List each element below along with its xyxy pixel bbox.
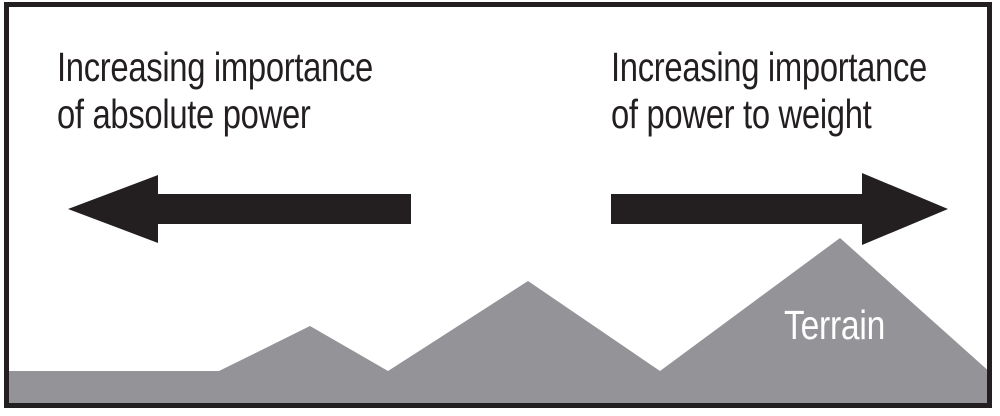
right-caption: Increasing importance of power to weight xyxy=(611,44,927,138)
right-caption-line-1: Increasing importance xyxy=(611,44,927,90)
terrain-polygon xyxy=(9,238,987,403)
left-arrow xyxy=(68,175,411,243)
left-caption: Increasing importance of absolute power xyxy=(57,44,373,138)
arrow-right-shape xyxy=(611,173,948,245)
terrain-label: Terrain xyxy=(784,302,886,348)
left-caption-line-2: of absolute power xyxy=(57,91,311,137)
terrain-area-chart xyxy=(9,238,987,403)
right-arrow xyxy=(611,173,948,245)
right-caption-line-2: of power to weight xyxy=(611,91,872,137)
left-caption-line-1: Increasing importance xyxy=(57,44,373,90)
figure-canvas xyxy=(9,7,987,403)
arrow-left-shape xyxy=(68,175,411,243)
